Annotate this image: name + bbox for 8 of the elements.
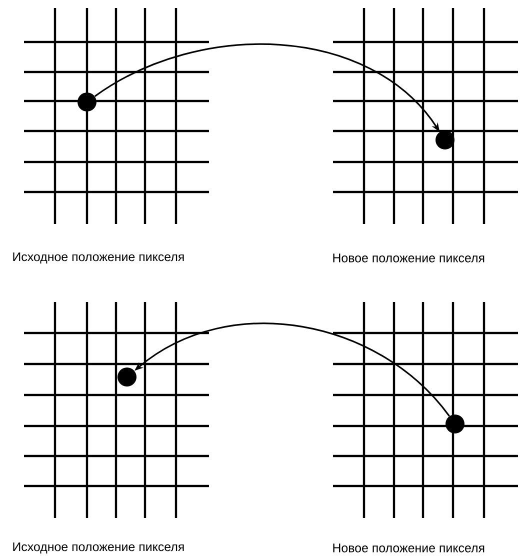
pixel-dot	[78, 92, 96, 112]
pixel-dot	[118, 368, 136, 386]
pixel-dot	[436, 130, 454, 150]
caption: Исходное положение пикселя	[13, 542, 184, 554]
caption: Новое положение пикселя	[333, 254, 484, 262]
caption: Новое положение пикселя	[333, 544, 484, 552]
pixel-dot	[446, 414, 464, 434]
caption: Исходное положение пикселя	[13, 252, 184, 264]
